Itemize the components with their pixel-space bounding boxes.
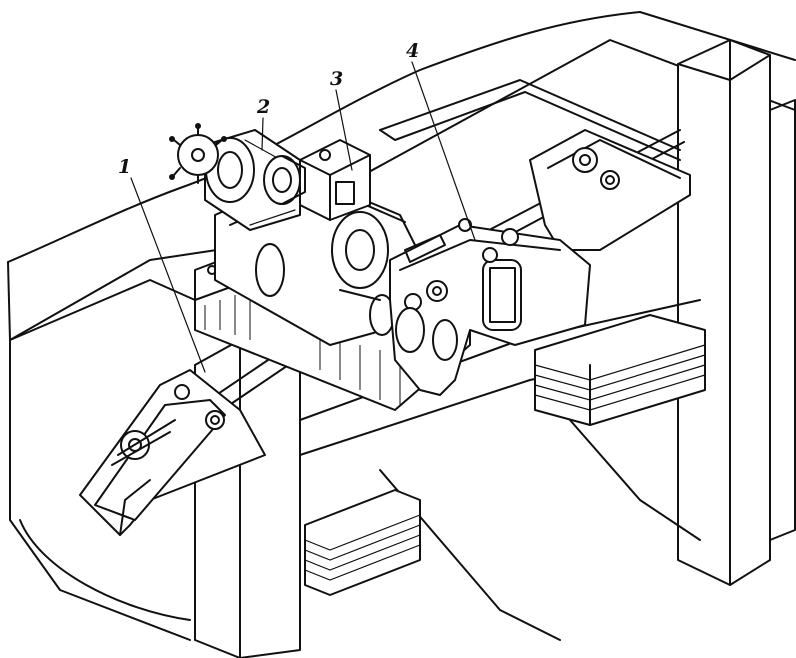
frame-right-edge	[639, 11, 796, 61]
left-fork-bracket	[79, 369, 266, 536]
leader-2	[261, 117, 264, 151]
leader-4	[411, 61, 476, 241]
shim-stack-right	[534, 314, 706, 426]
right-block	[769, 99, 796, 541]
lower-slab-top	[9, 279, 196, 341]
leader-lines	[130, 61, 476, 373]
top-bracket	[299, 139, 371, 221]
beam-diagonal-2	[569, 419, 701, 541]
inner-step	[379, 79, 681, 151]
callout-label-3: 3	[330, 68, 344, 90]
callout-label-1: 1	[118, 156, 132, 178]
shim-stack-left	[304, 489, 421, 596]
right-post	[677, 39, 771, 586]
right-post-top	[677, 54, 771, 81]
callout-label-4: 4	[406, 40, 420, 62]
right-fork-bracket	[529, 129, 691, 251]
frame-top-surface	[7, 39, 796, 341]
lower-slab-left	[9, 339, 191, 641]
cylinder-housing	[204, 129, 301, 231]
callout-label-2: 2	[257, 96, 271, 118]
leader-1	[130, 177, 206, 373]
handwheel	[169, 123, 227, 184]
leader-3	[335, 89, 353, 171]
frame-top-back-edge	[7, 11, 641, 263]
inner-step-2	[379, 91, 681, 161]
lower-slab-curve	[19, 519, 191, 621]
cone-funnel	[263, 155, 306, 205]
